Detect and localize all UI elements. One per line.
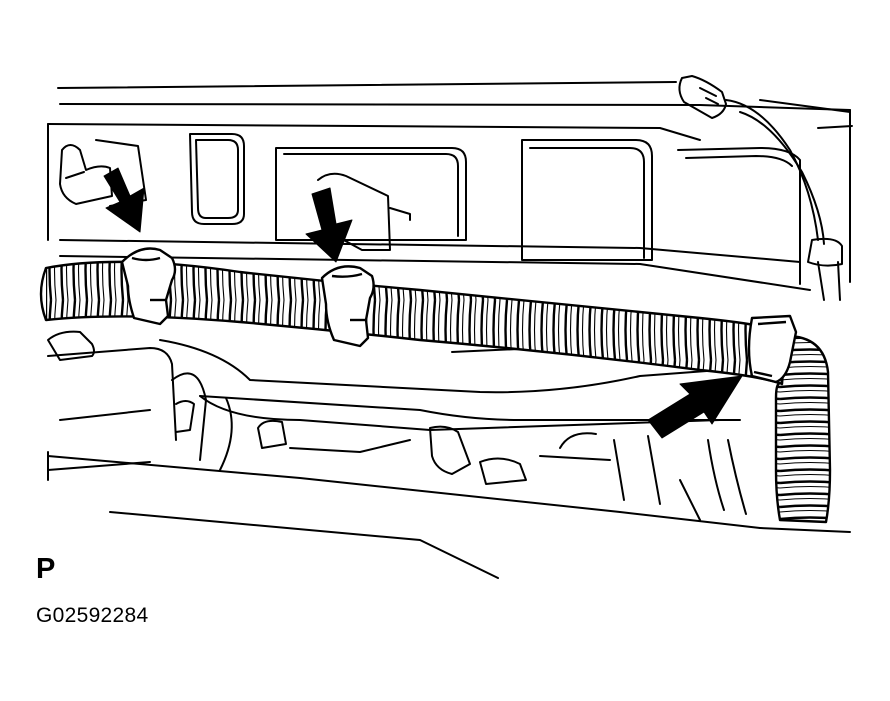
corrugated-harness-drop	[774, 334, 832, 524]
arrow-up-right-icon	[647, 375, 743, 439]
harness-clamp-left	[120, 247, 177, 326]
illustration-code: G02592284	[36, 604, 149, 627]
arrow-down-icon-center	[305, 187, 353, 263]
view-label: P	[36, 553, 56, 585]
harness-clamp-center	[320, 265, 375, 348]
harness-clamp-right	[747, 314, 798, 384]
vehicle-body-background	[47, 75, 853, 579]
arrow-down-icon-left	[103, 167, 145, 233]
